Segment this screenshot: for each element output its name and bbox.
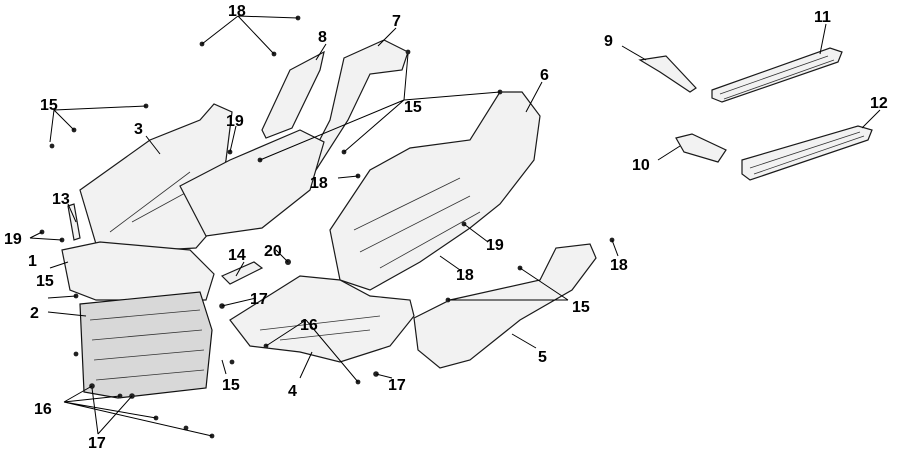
fasteners <box>39 15 615 439</box>
callout-19-b: 19 <box>226 113 244 130</box>
center-inner-panel <box>179 129 325 237</box>
callout-13: 13 <box>52 191 70 208</box>
part-5-lower-guard <box>413 243 597 369</box>
leader-lines <box>29 15 881 437</box>
callout-18-d: 18 <box>610 257 628 274</box>
callout-20: 20 <box>264 243 282 260</box>
part-4-floor-plate <box>229 275 415 363</box>
callout-labels: 1 2 3 4 5 6 7 8 9 10 11 12 13 14 15 15 1… <box>4 3 888 452</box>
callout-6: 6 <box>540 67 549 84</box>
callout-17-a: 17 <box>88 435 106 452</box>
callout-11: 11 <box>814 9 831 26</box>
callout-10: 10 <box>632 157 650 174</box>
part-8-panel <box>261 50 325 139</box>
part-13-rod <box>67 203 81 241</box>
part-9-small-trim <box>638 55 697 93</box>
part-10-small-trim <box>675 133 727 163</box>
callout-18-c: 18 <box>456 267 474 284</box>
callout-9: 9 <box>604 33 613 50</box>
callout-19-c: 19 <box>486 237 504 254</box>
callout-19-a: 19 <box>4 231 22 248</box>
callout-15-a: 15 <box>40 97 58 114</box>
callout-17-c: 17 <box>388 377 406 394</box>
callout-1: 1 <box>28 253 37 270</box>
part-1-front-frame <box>61 241 215 301</box>
callout-16-a: 16 <box>34 401 52 418</box>
callout-17-b: 17 <box>250 291 268 308</box>
callout-5: 5 <box>538 349 547 366</box>
callout-18-b: 18 <box>310 175 328 192</box>
callout-18-a: 18 <box>228 3 246 20</box>
part-14-bracket <box>220 261 264 285</box>
callout-2: 2 <box>30 305 39 322</box>
callout-7: 7 <box>392 13 401 30</box>
callout-15-b: 15 <box>404 99 422 116</box>
part-2-grille <box>79 291 213 399</box>
part-12-side-trim <box>741 125 873 181</box>
callout-4: 4 <box>288 383 297 400</box>
callout-12: 12 <box>870 95 888 112</box>
callout-15-e: 15 <box>222 377 240 394</box>
callout-15-d: 15 <box>36 273 54 290</box>
part-11-side-trim <box>711 47 843 103</box>
callout-8: 8 <box>318 29 327 46</box>
callout-3: 3 <box>134 121 143 138</box>
callout-14: 14 <box>228 247 246 264</box>
part-6-right-body <box>329 91 541 291</box>
callout-16-b: 16 <box>300 317 318 334</box>
callout-15-c: 15 <box>572 299 590 316</box>
